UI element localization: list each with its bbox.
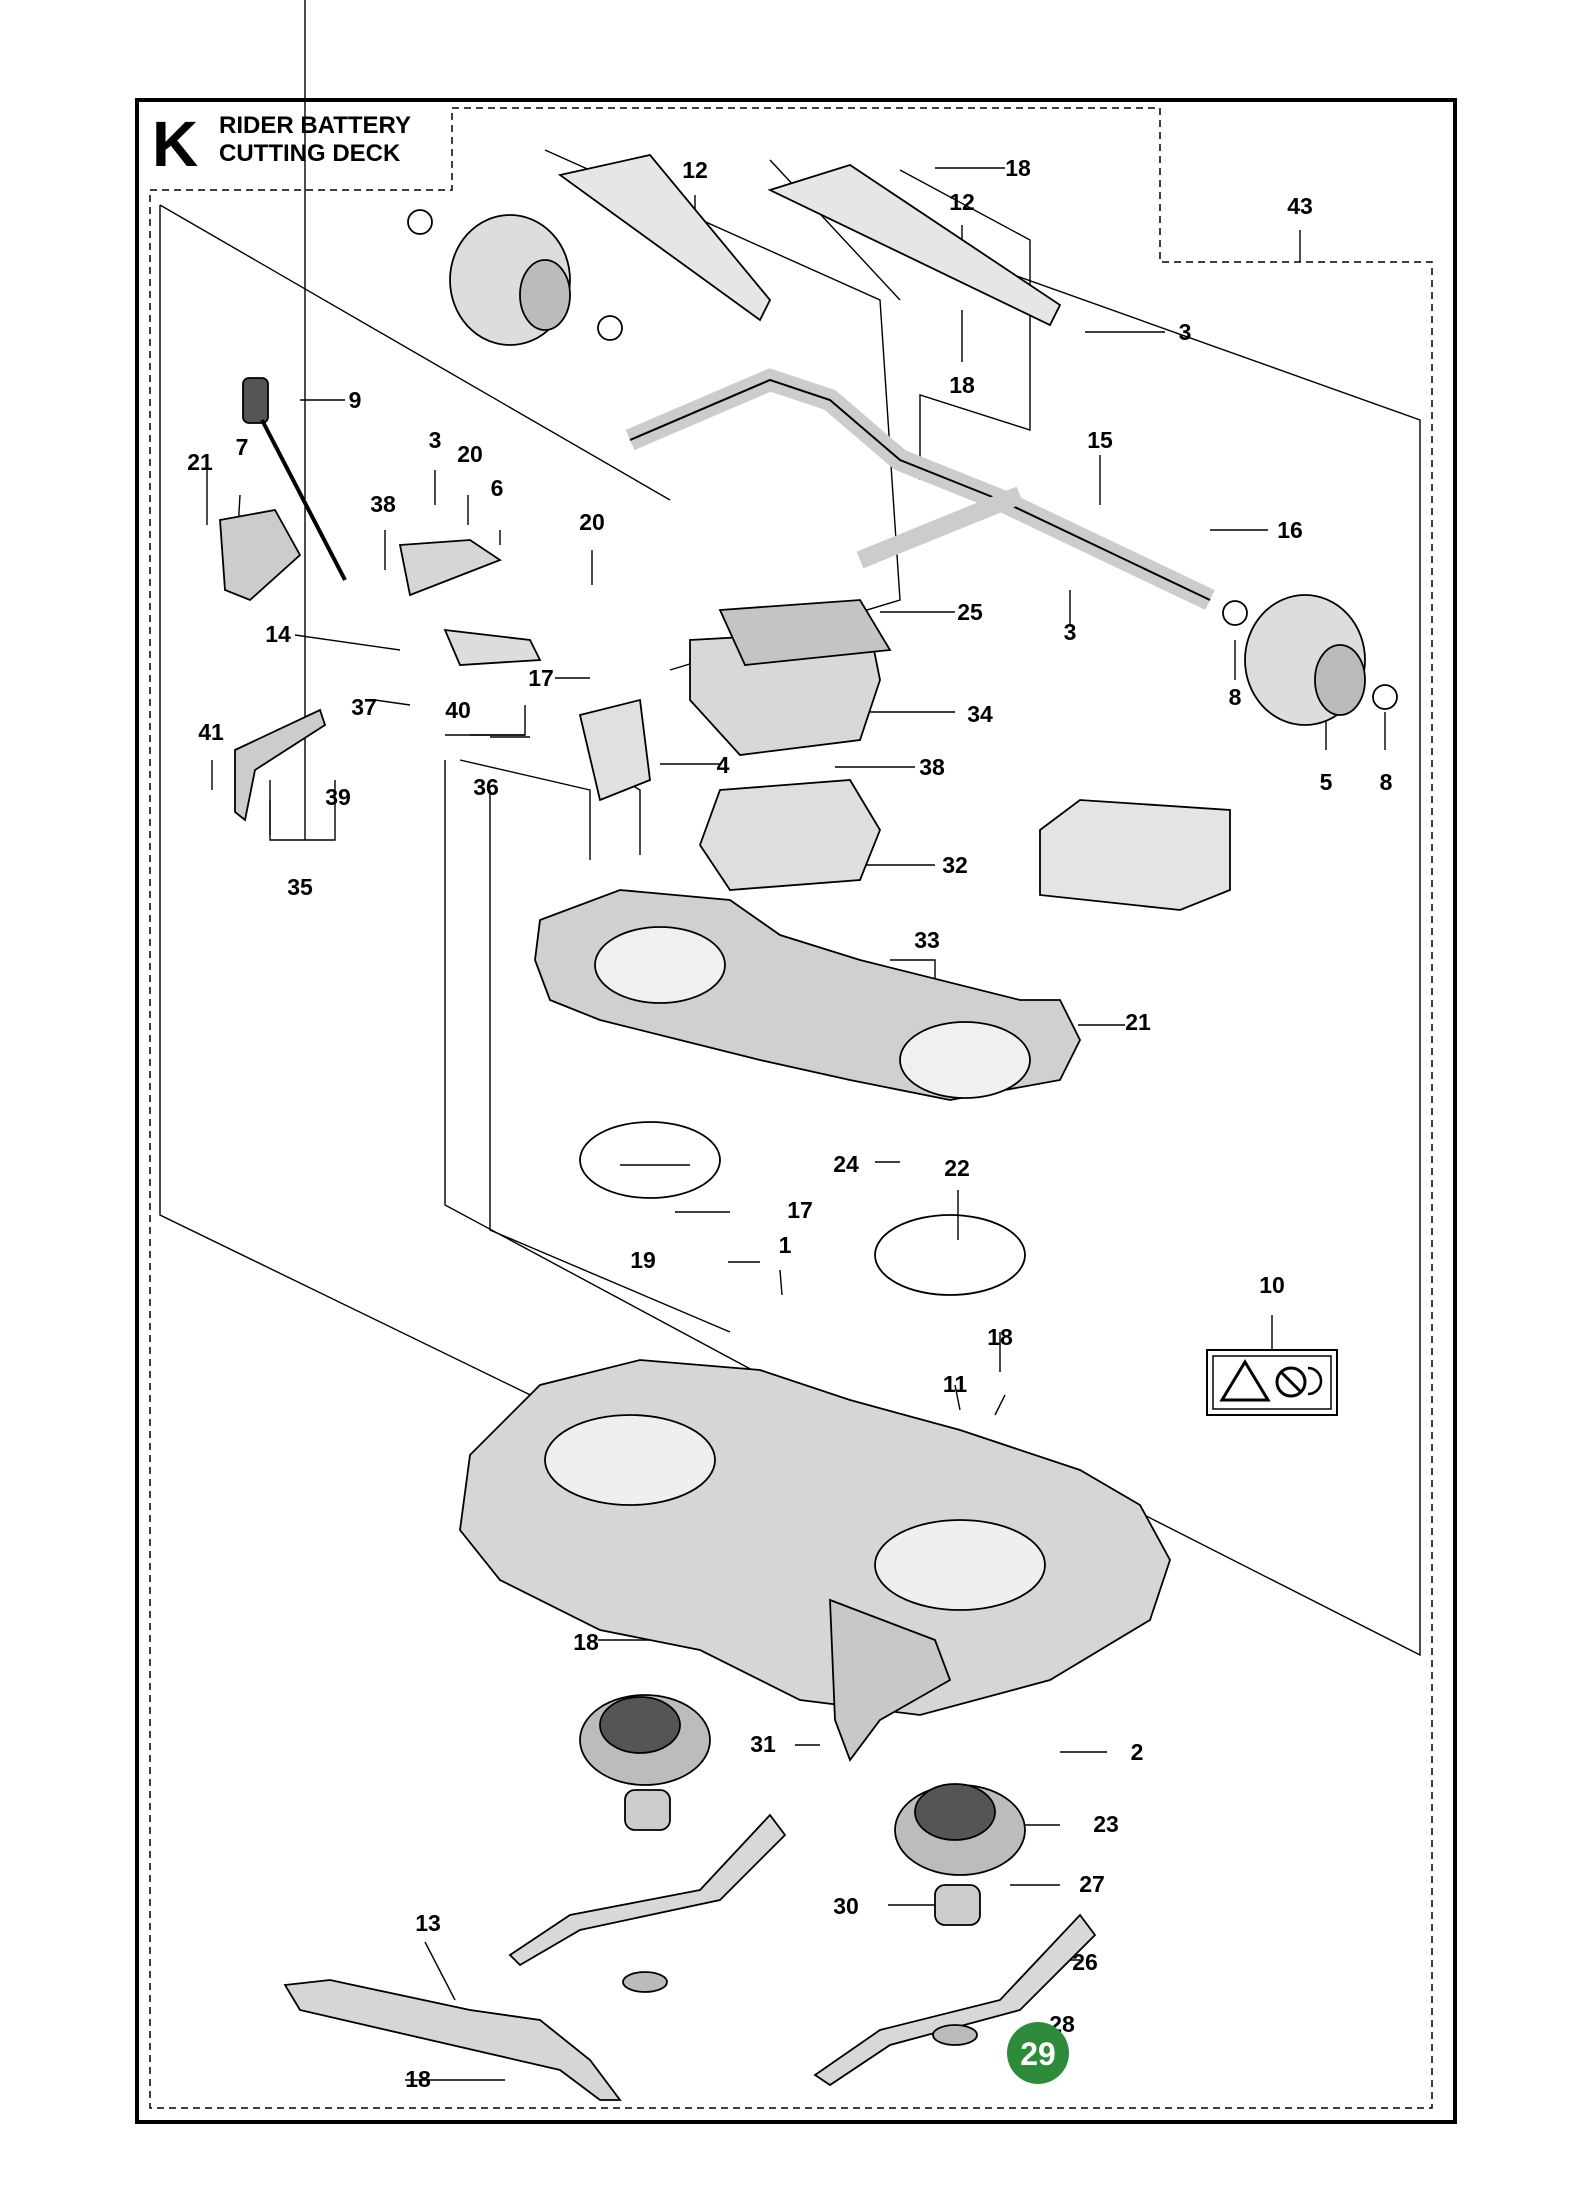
callout-label: 34 xyxy=(967,701,993,727)
callout-label: 2 xyxy=(1131,1739,1144,1765)
callout-label: 7 xyxy=(236,434,249,460)
callout-label: 4 xyxy=(717,752,730,778)
callout-label: 39 xyxy=(325,784,351,810)
page-number: 29 xyxy=(1020,2036,1056,2072)
callout-label: 41 xyxy=(198,719,224,745)
callout-label: 24 xyxy=(833,1151,859,1177)
callout-label: 40 xyxy=(445,697,471,723)
section-title: RIDER BATTERY CUTTING DECK xyxy=(219,112,411,168)
callout-label: 43 xyxy=(1287,193,1313,219)
callout-label: 16 xyxy=(1277,517,1303,543)
callout-label: 11 xyxy=(943,1371,968,1397)
callout-label: 26 xyxy=(1072,1949,1098,1975)
callout-label: 5 xyxy=(1320,769,1333,795)
callout-label: 20 xyxy=(579,509,605,535)
callout-label: 38 xyxy=(919,754,945,780)
parts xyxy=(219,154,1398,2101)
callout-label: 18 xyxy=(405,2066,431,2092)
callout-label: 8 xyxy=(1380,769,1393,795)
callout-label: 6 xyxy=(491,475,504,501)
callout-label: 18 xyxy=(987,1324,1013,1350)
callout-label: 22 xyxy=(944,1155,970,1181)
callout-label: 15 xyxy=(1087,427,1113,453)
page-number-badge: 29 xyxy=(1007,2022,1069,2084)
callout-label: 18 xyxy=(1005,155,1031,181)
callout-label: 35 xyxy=(287,874,313,900)
callout-label: 17 xyxy=(528,665,554,691)
callout-label: 38 xyxy=(370,491,396,517)
callout-label: 36 xyxy=(473,774,499,800)
callout-label: 31 xyxy=(750,1731,776,1757)
callout-label: 17 xyxy=(787,1197,813,1223)
callout-label: 13 xyxy=(415,1910,441,1936)
callout-label: 37 xyxy=(351,694,377,720)
warning-decal xyxy=(1206,1349,1338,1416)
callout-label: 18 xyxy=(573,1629,599,1655)
callout-label: 21 xyxy=(1125,1009,1151,1035)
dashed-group-outlines xyxy=(149,107,1433,2109)
callout-label: 30 xyxy=(833,1893,859,1919)
callout-label: 33 xyxy=(914,927,940,953)
section-title-line1: RIDER BATTERY xyxy=(219,112,411,139)
drawing-frame xyxy=(135,98,1457,2124)
callout-label: 9 xyxy=(349,387,362,413)
callout-label: 21 xyxy=(187,449,213,475)
callout-label: 8 xyxy=(1229,684,1242,710)
callout-label: 32 xyxy=(942,852,968,878)
callout-label: 1 xyxy=(779,1232,792,1258)
callout-label: 12 xyxy=(949,189,975,215)
callout-label: 18 xyxy=(949,372,975,398)
callout-label: 27 xyxy=(1079,1871,1105,1897)
section-title-line2: CUTTING DECK xyxy=(219,140,401,167)
callout-label: 3 xyxy=(1179,319,1192,345)
callout-label: 10 xyxy=(1259,1272,1285,1298)
callout-label: 19 xyxy=(630,1247,656,1273)
callout-label: 3 xyxy=(1064,619,1077,645)
callout-label: 20 xyxy=(457,441,483,467)
callout-label: 14 xyxy=(265,621,291,647)
callout-label: 3 xyxy=(429,427,442,453)
section-letter: K xyxy=(152,108,199,180)
callout-label: 23 xyxy=(1093,1811,1119,1837)
callout-label: 12 xyxy=(682,157,708,183)
callout-label: 25 xyxy=(957,599,983,625)
